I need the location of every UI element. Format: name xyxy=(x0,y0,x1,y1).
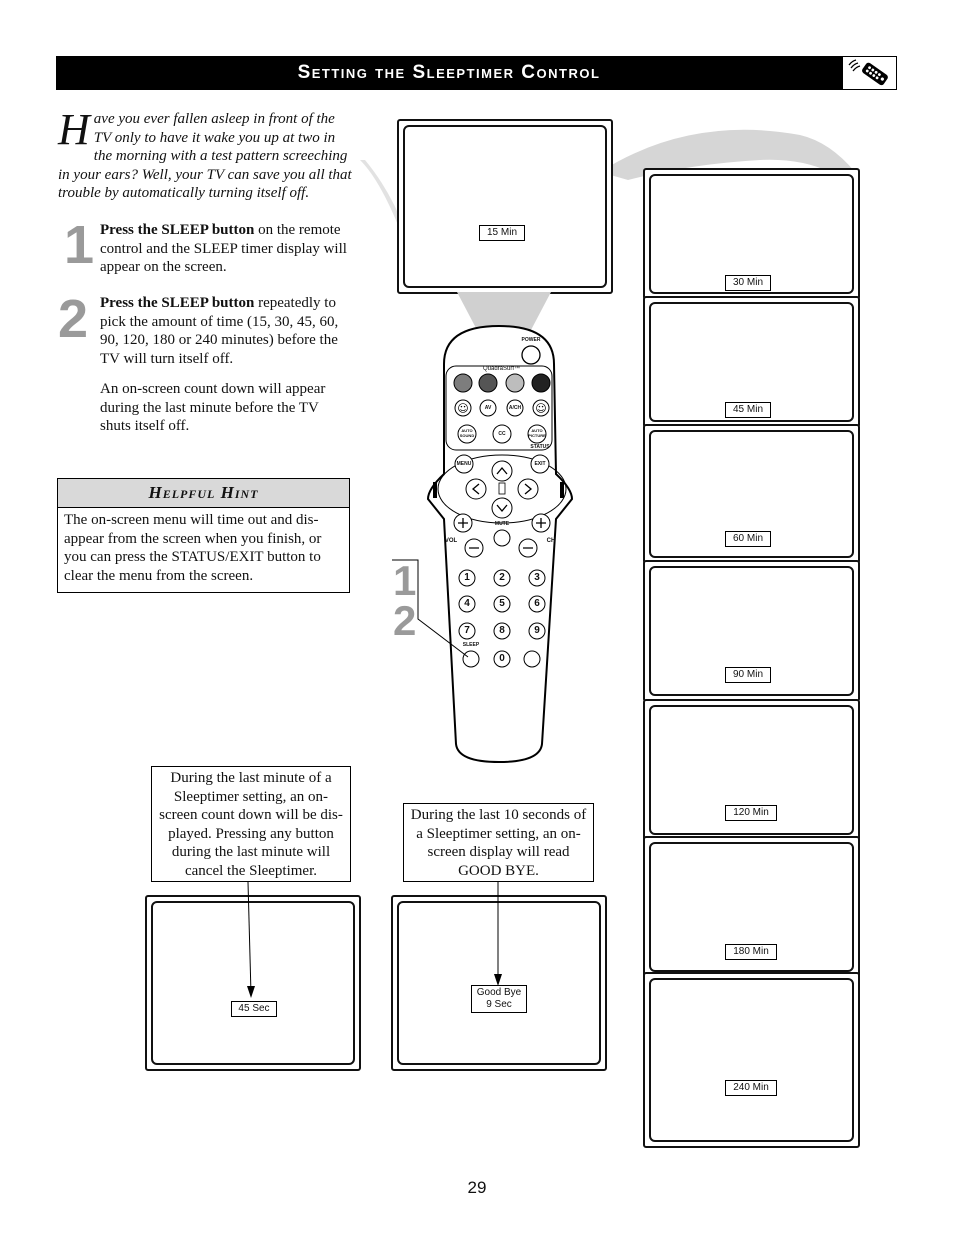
key-4[interactable]: 4 xyxy=(464,598,470,609)
auto-picture-line1: AUTO xyxy=(531,428,543,433)
hint-body: The on-screen menu will time out and dis… xyxy=(57,507,350,593)
step-1-bold: Press the SLEEP button xyxy=(100,222,255,238)
tv-goodbye-osd: Good Bye 9 Sec xyxy=(471,985,527,1013)
intro-dropcap: H xyxy=(58,105,90,154)
svg-text:☺: ☺ xyxy=(457,402,468,415)
tv-countdown: 45 Sec xyxy=(145,895,361,1071)
key-2[interactable]: 2 xyxy=(499,572,505,583)
key-9[interactable]: 9 xyxy=(534,625,540,636)
step-1-number: 1 xyxy=(64,215,95,275)
key-3[interactable]: 3 xyxy=(534,572,540,583)
tv-stack-osd: 30 Min xyxy=(725,275,771,291)
svg-text:☺: ☺ xyxy=(535,402,546,415)
goodbye-seconds: 9 Sec xyxy=(486,999,512,1010)
key-7[interactable]: 7 xyxy=(464,625,470,636)
step-2-rest: repeatedly to pick the amount of time (1… xyxy=(100,295,339,367)
arrow-countdown xyxy=(247,881,255,998)
callout-goodbye: During the last 10 seconds of a Sleeptim… xyxy=(403,803,594,882)
tv-countdown-osd: 45 Sec xyxy=(231,1001,277,1017)
key-6[interactable]: 6 xyxy=(534,598,540,609)
hint-heading: Helpful Hint xyxy=(57,478,350,508)
remote-step-pointer xyxy=(392,559,469,658)
step-1-text: Press the SLEEP button on the remote con… xyxy=(100,221,350,277)
key-1[interactable]: 1 xyxy=(464,572,470,583)
exit-button[interactable]: EXIT xyxy=(534,461,546,467)
ir-beam xyxy=(457,292,551,330)
status-label: STATUS xyxy=(530,444,550,450)
menu-button[interactable]: MENU xyxy=(456,461,472,467)
quadrasurf-label: QuadraSurf™ xyxy=(482,366,521,372)
tv-stack-120: 120 Min xyxy=(643,699,860,841)
tv-stack-180: 180 Min xyxy=(643,836,860,978)
tv-stack-osd: 90 Min xyxy=(725,667,771,683)
vol-label: VOL xyxy=(444,538,458,544)
tv-stack-60: 60 Min xyxy=(643,424,860,564)
tv-stack-30: 30 Min xyxy=(643,168,860,300)
remote-control-icon xyxy=(842,56,897,90)
remote-step-1-label: 1 xyxy=(393,557,417,604)
decorative-swoosh xyxy=(360,129,855,230)
key-0[interactable]: 0 xyxy=(499,653,505,664)
callout-countdown: During the last minute of a Sleeptimer s… xyxy=(151,766,351,882)
tv-stack-90: 90 Min xyxy=(643,560,860,702)
step-2-number: 2 xyxy=(58,289,89,349)
tv-countdown-screen xyxy=(151,901,355,1065)
tv-stack-osd: 120 Min xyxy=(725,805,777,821)
intro-text: ave you ever fallen asleep in front of t… xyxy=(58,111,352,202)
auto-sound-line2: SOUND xyxy=(459,433,475,438)
step-2-text: Press the SLEEP button repeatedly to pic… xyxy=(100,294,352,368)
mute-label: MUTE xyxy=(494,521,510,527)
av-button[interactable]: AV xyxy=(484,405,492,411)
auto-picture-line2: PICTURE xyxy=(528,433,546,438)
ach-button[interactable]: A/CH xyxy=(508,405,522,411)
tv-stack-osd: 60 Min xyxy=(725,531,771,547)
section-title-bar: Setting the Sleeptimer Control xyxy=(56,56,842,90)
tv-stack: 30 Min 45 Min 60 Min 90 Min 120 Min 180 … xyxy=(643,168,860,1148)
remote-step-2-label: 2 xyxy=(393,597,417,644)
arrow-goodbye xyxy=(494,882,502,986)
tv-main-osd: 15 Min xyxy=(479,225,525,241)
tv-stack-45: 45 Min xyxy=(643,296,860,428)
sleep-label: SLEEP xyxy=(462,642,480,648)
step-1-rest: on the remote control and the SLEEP time… xyxy=(100,222,347,276)
tv-stack-osd: 240 Min xyxy=(725,1080,777,1096)
key-8[interactable]: 8 xyxy=(499,625,505,636)
power-label: POWER xyxy=(521,337,541,343)
tv-main: 15 Min xyxy=(397,119,613,294)
auto-sound-line1: AUTO xyxy=(461,428,473,433)
tv-stack-osd: 180 Min xyxy=(725,944,777,960)
step-2-extra-text: An on-screen count down will appear duri… xyxy=(100,381,326,435)
page-title: Setting the Sleeptimer Control xyxy=(297,62,601,83)
key-5[interactable]: 5 xyxy=(499,598,505,609)
page-number: 29 xyxy=(467,1178,487,1197)
tv-stack-osd: 45 Min xyxy=(725,402,771,418)
step-2-bold: Press the SLEEP button xyxy=(100,295,255,311)
cc-button[interactable]: CC xyxy=(498,431,506,437)
tv-stack-240: 240 Min xyxy=(643,972,860,1148)
goodbye-text: Good Bye xyxy=(476,987,522,998)
tv-main-screen xyxy=(403,125,607,288)
ch-label: CH xyxy=(546,538,556,544)
